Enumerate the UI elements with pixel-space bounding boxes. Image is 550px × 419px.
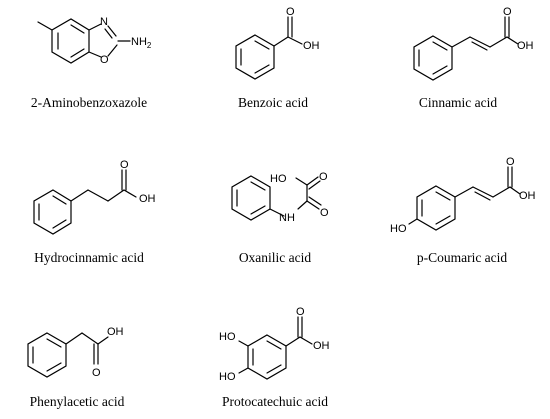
atom-nh2-subscript: 2: [147, 41, 152, 50]
atom-oh: OH: [139, 193, 156, 205]
compound-name-7: Phenylacetic acid: [30, 394, 125, 409]
atom-o: O: [286, 6, 295, 18]
atom-oh: OH: [517, 40, 534, 52]
structure-benzoic-acid: O OH: [235, 6, 320, 80]
atom-o: O: [503, 6, 512, 18]
atom-o: O: [100, 54, 109, 66]
atom-nh2: NH2: [131, 36, 152, 50]
atom-ho-lower: HO: [219, 371, 236, 383]
compound-name-3: Cinnamic acid: [419, 95, 498, 110]
structure-phenylacetic-acid: O OH: [27, 326, 124, 379]
atom-ho: HO: [270, 173, 287, 185]
atom-oh: OH: [519, 190, 536, 202]
structure-2-aminobenzoxazole: N O NH2: [37, 16, 152, 66]
atom-ho: HO: [390, 223, 407, 235]
atom-n: N: [100, 16, 108, 28]
compound-name-6: p-Coumaric acid: [417, 250, 508, 265]
atom-o-upper: O: [319, 171, 328, 183]
compound-name-1: 2-Aminobenzoxazole: [31, 95, 147, 110]
structure-cinnamic-acid: O OH: [413, 6, 534, 81]
methyl-bond: [37, 21, 53, 31]
atom-oh: OH: [107, 326, 124, 338]
benzene-ring: [231, 175, 271, 221]
compound-name-5: Oxanilic acid: [239, 250, 312, 265]
compound-name-8: Protocatechuic acid: [222, 394, 328, 409]
atom-o: O: [506, 156, 515, 168]
atom-nh: NH: [279, 212, 295, 224]
atom-o: O: [296, 306, 305, 318]
atom-nh: NH: [131, 36, 147, 48]
compound-name-2: Benzoic acid: [238, 95, 308, 110]
atom-oh: OH: [313, 340, 330, 352]
atom-o: O: [92, 367, 101, 379]
structure-hydrocinnamic-acid: O OH: [33, 159, 156, 235]
structure-p-coumaric-acid: O OH HO: [390, 156, 536, 235]
atom-ho-upper: HO: [219, 331, 236, 343]
structure-protocatechuic-acid: O OH HO HO: [219, 306, 330, 383]
atom-o: O: [120, 159, 129, 171]
compound-name-4: Hydrocinnamic acid: [34, 250, 144, 265]
structure-oxanilic-acid: HO O O NH: [231, 171, 329, 224]
atom-o-lower: O: [320, 207, 329, 219]
atom-oh: OH: [303, 40, 320, 52]
